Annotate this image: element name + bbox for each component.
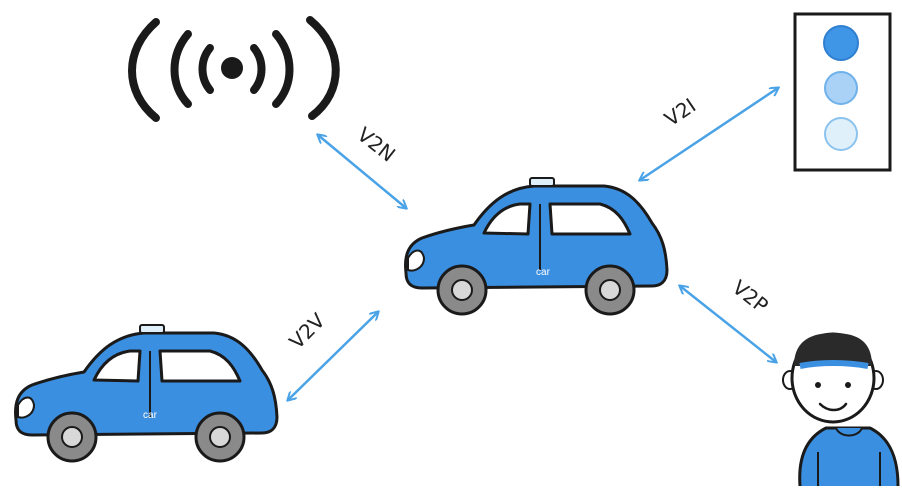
pedestrian-icon [782, 332, 900, 487]
traffic-light-middle [824, 71, 858, 105]
traffic-light-icon [793, 12, 892, 172]
v2v-arrow [288, 312, 378, 400]
traffic-light-bottom [824, 117, 858, 151]
traffic-light-top [823, 25, 859, 61]
v2i-arrow [640, 88, 778, 180]
v2v-label: V2V [284, 308, 330, 354]
v2n-label: V2N [353, 122, 400, 166]
v2p-arrow [680, 286, 776, 362]
v2n-arrow [318, 135, 406, 208]
v2i-label: V2I [660, 93, 700, 131]
wireless-signal-icon [128, 16, 340, 122]
left-car: car [14, 323, 279, 463]
v2p-label: V2P [728, 275, 773, 318]
left-car-label: car [143, 410, 158, 421]
center-car: car [404, 176, 669, 316]
center-car-label: car [536, 267, 551, 278]
